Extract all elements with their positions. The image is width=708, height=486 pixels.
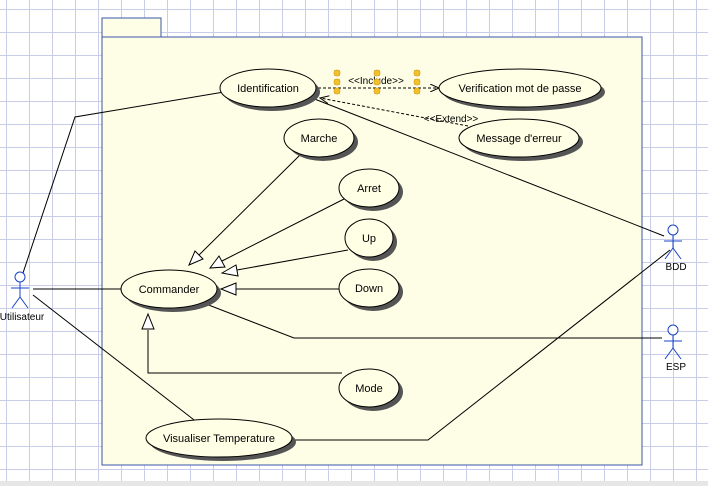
actor-utilisateur[interactable] [11,271,29,309]
use-case-message-erreur[interactable]: Message d'erreur [458,118,583,161]
use-case-label: Identification [237,83,299,95]
use-cases: Identification Verification mot de passe… [120,68,605,461]
actor-bdd[interactable] [664,224,682,260]
use-case-down[interactable]: Down [338,268,403,311]
association-visualiser-bdd[interactable] [290,249,671,441]
use-case-label: Verification mot de passe [459,83,582,95]
use-case-identification[interactable]: Identification [219,68,320,111]
generalization-marche[interactable] [197,154,301,257]
actor-label-utilisateur: Utilisateur [0,312,45,323]
association-commander-esp[interactable] [205,303,662,339]
use-case-label: Down [355,283,383,295]
use-case-label: Visualiser Temperature [163,433,275,445]
generalization-head-arret [208,255,226,269]
use-case-label: Commander [139,284,200,296]
generalizations [141,154,349,374]
generalization-mode[interactable] [147,330,342,374]
use-case-label: Mode [355,383,383,395]
use-case-label: Message d'erreur [476,133,562,145]
use-case-arret[interactable]: Arret [338,168,403,211]
generalization-head-mode [141,312,155,330]
association-identification-bdd[interactable] [311,97,665,237]
use-case-visualiser-temperature[interactable]: Visualiser Temperature [145,418,296,461]
use-case-up[interactable]: Up [344,218,397,261]
generalization-head-marche [188,250,204,266]
use-case-label: Arret [357,183,381,195]
association-utilisateur-identification[interactable] [19,91,225,283]
association-utilisateur-visualiser[interactable] [32,294,199,424]
use-case-marche[interactable]: Marche [283,118,358,161]
extend-dependency[interactable] [320,98,469,127]
bottom-scroll-strip [0,481,708,486]
use-case-label: Marche [301,133,338,145]
use-case-commander[interactable]: Commander [120,269,221,312]
use-case-verification[interactable]: Verification mot de passe [438,68,605,111]
dependencies: <<Include>> <<Extend>> [318,69,479,127]
actor-esp[interactable] [664,324,682,360]
associations [19,91,671,441]
actors [11,224,682,360]
generalization-head-up [220,264,239,277]
use-case-mode[interactable]: Mode [338,368,403,411]
actor-label-bdd: BDD [665,262,686,273]
use-case-label: Up [362,233,376,245]
extend-label: <<Extend>> [424,114,479,125]
selection-handles[interactable] [333,69,421,95]
generalization-head-down [219,282,237,296]
generalization-arret[interactable] [221,196,349,262]
actor-label-esp: ESP [666,362,686,373]
generalization-up[interactable] [236,249,349,271]
